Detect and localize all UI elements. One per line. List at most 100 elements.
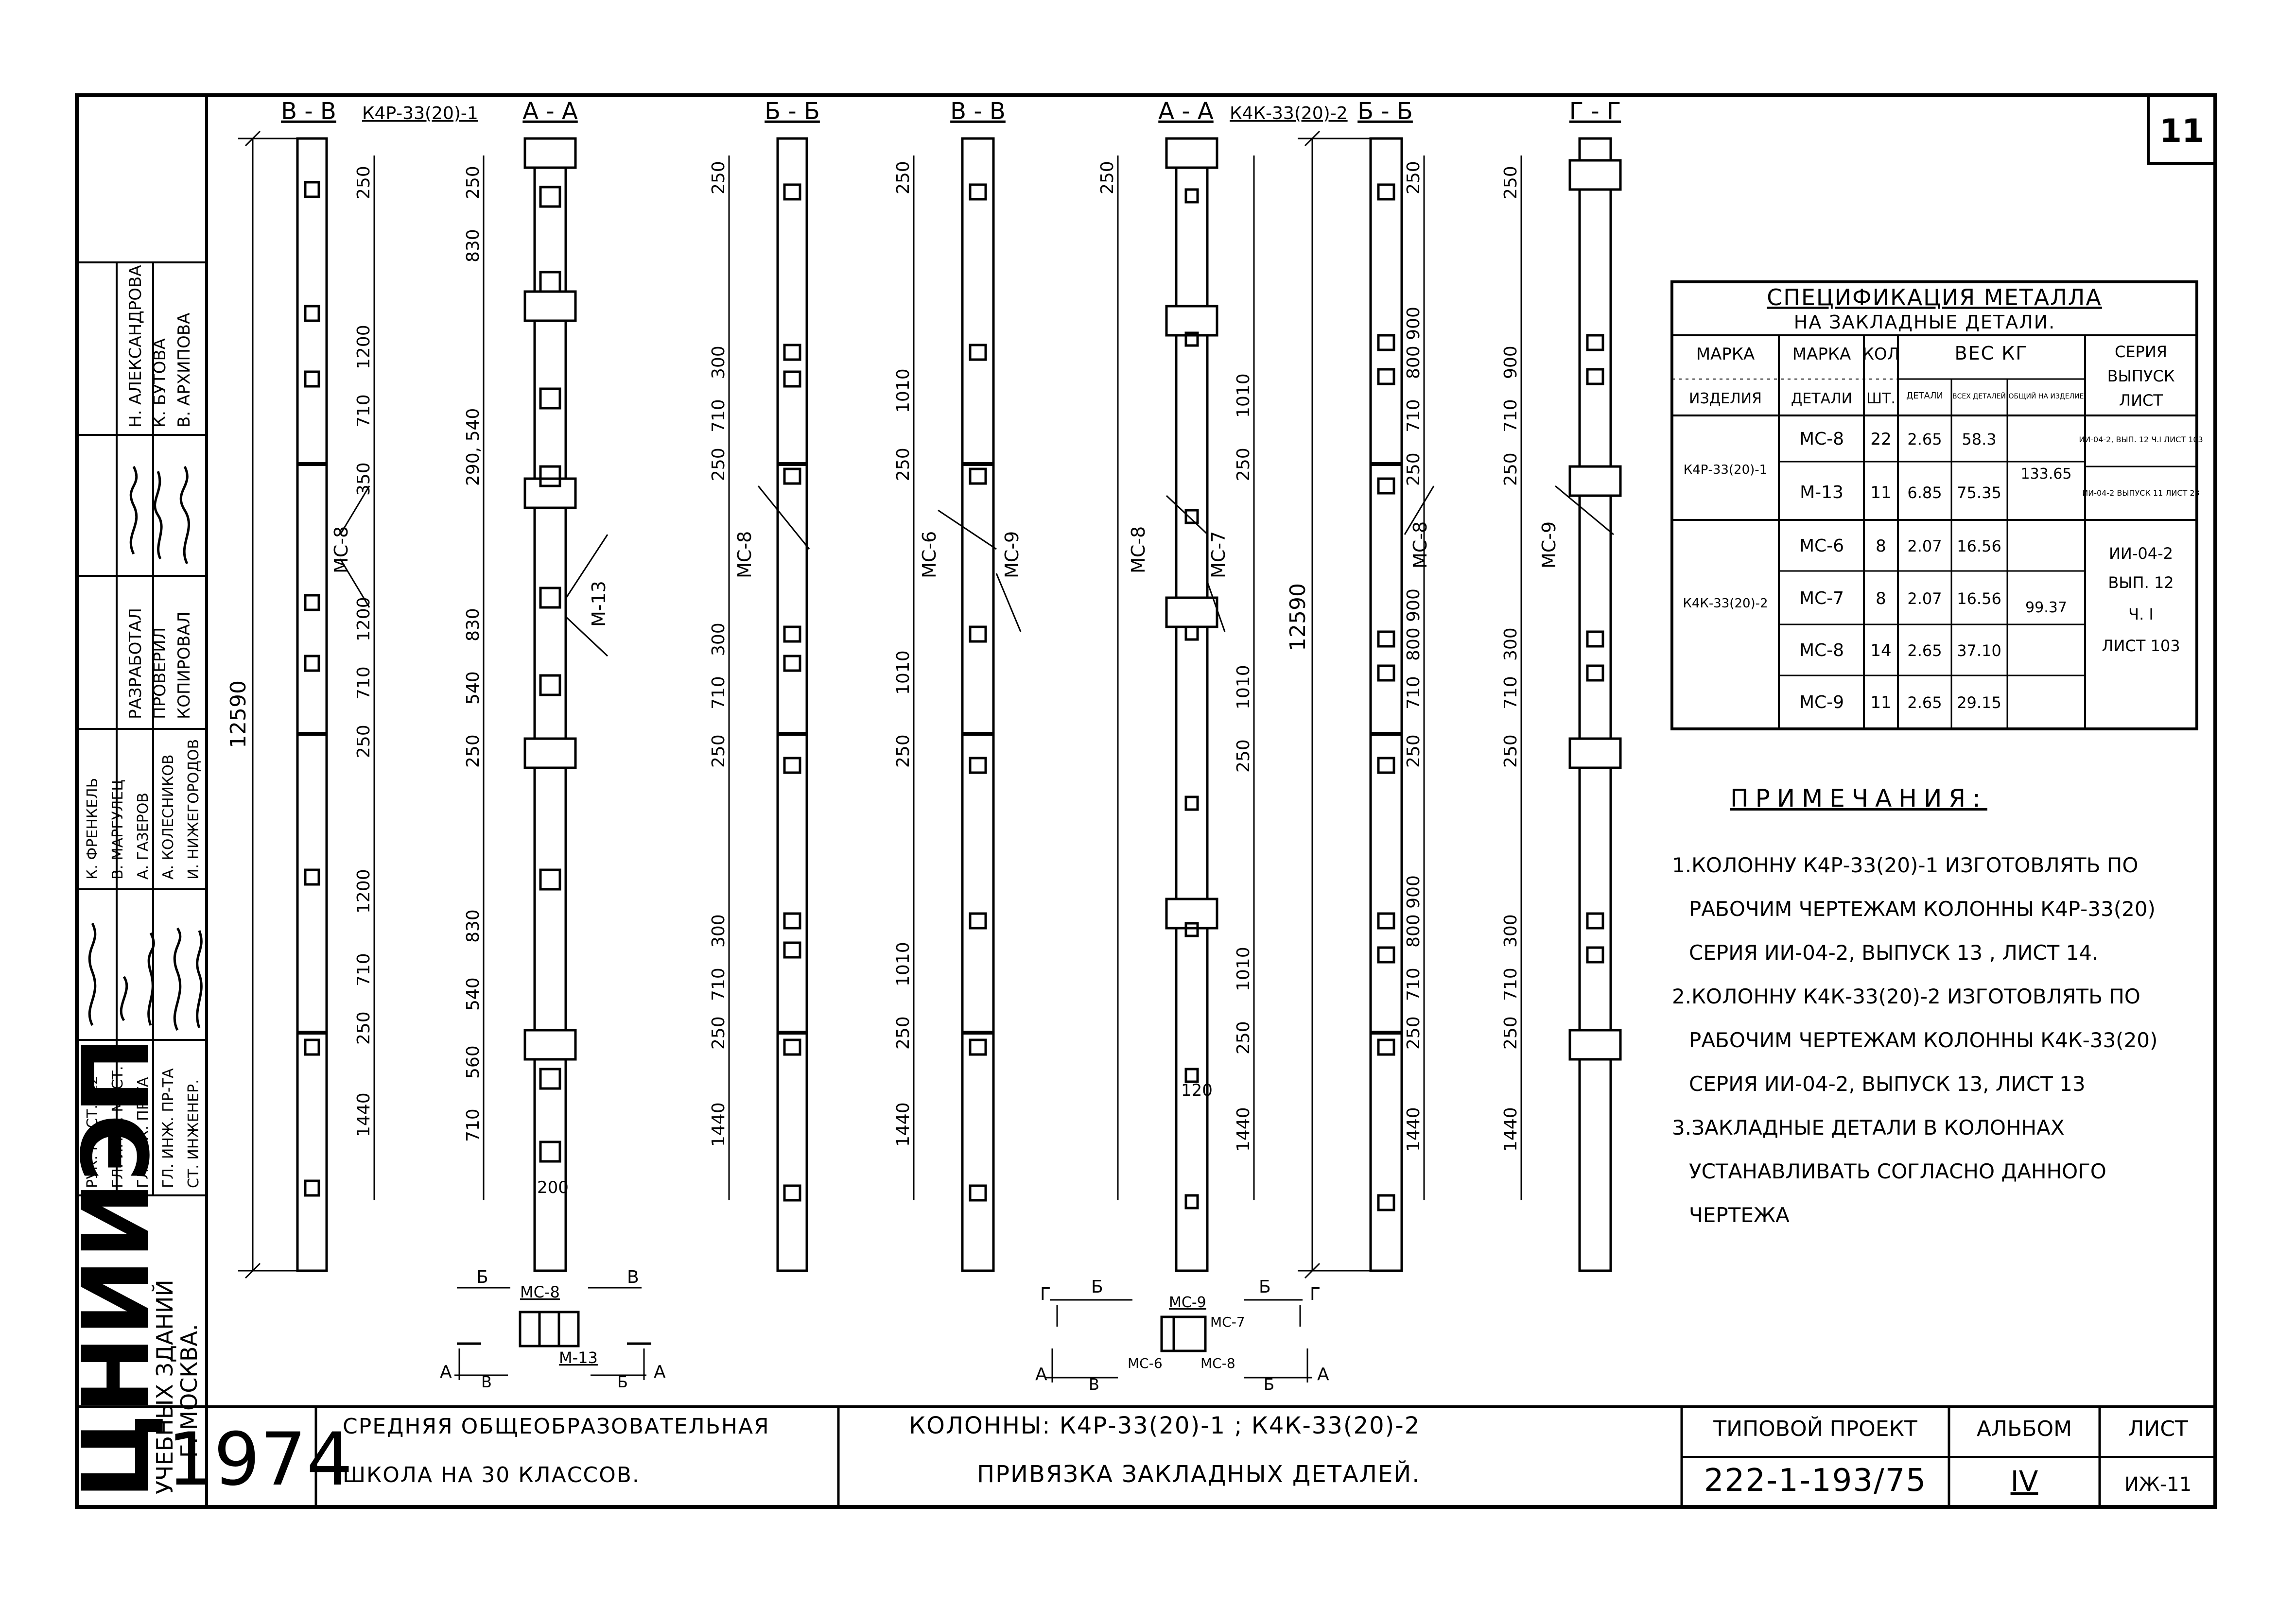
sheet-value: ИЖ-11: [2124, 1473, 2192, 1496]
section-titles: В - В К4Р-33(20)-1 А - А Б - Б В - В А -…: [281, 98, 1621, 125]
spec-r5-part: МС-8: [1799, 640, 1844, 660]
stamp-name-b-2: К. БУТОВА: [150, 338, 170, 428]
note-line-7: 3.ЗАКЛАДНЫЕ ДЕТАЛИ В КОЛОННАХ: [1672, 1116, 2065, 1140]
column-3-shaft: [776, 137, 808, 1272]
dim-c5-250c: 250: [1234, 739, 1253, 773]
spec-r5-w: 2.65: [1907, 641, 1942, 660]
part-leaders: [339, 485, 1614, 657]
dim-c5-1010c: 1010: [1234, 947, 1253, 991]
key1-a-right: А: [654, 1362, 666, 1382]
dim-c5-250: 250: [1097, 161, 1117, 194]
spec-r4-wall: 16.56: [1957, 589, 2001, 608]
org-logo: ЦНИИЭП: [63, 1037, 170, 1499]
spec-r2-qty: 11: [1870, 483, 1891, 502]
dim-c7-300a: 300: [1501, 627, 1521, 661]
spec-r2-series: ИИ-04-2 ВЫПУСК 11 ЛИСТ 23: [2082, 488, 2199, 498]
label-c3-mc8: МС-8: [734, 531, 755, 578]
dim-c1-1200a: 1200: [354, 325, 374, 369]
dimension-chains: [373, 156, 1522, 1200]
dim-c6-710c: 710: [1404, 968, 1424, 1001]
spec-h-part-2: ДЕТАЛИ: [1791, 390, 1852, 407]
spec-h-w-all: ВСЕХ ДЕТАЛЕЙ: [1952, 392, 2006, 400]
note-line-4: 2.КОЛОННУ К4К-33(20)-2 ИЗГОТОВЛЯТЬ ПО: [1672, 985, 2140, 1008]
school-line1: СРЕДНЯЯ ОБЩЕОБРАЗОВАТЕЛЬНАЯ: [343, 1414, 770, 1439]
dim-c1-710c: 710: [354, 953, 374, 986]
note-line-9: ЧЕРТЕЖА: [1689, 1203, 1790, 1227]
spec-item2-series-2: ВЫП. 12: [2108, 573, 2174, 592]
key2-v-left: В: [1089, 1375, 1099, 1394]
spec-h-qty-2: ШТ.: [1866, 390, 1896, 407]
spec-item2-series-1: ИИ-04-2: [2109, 544, 2173, 563]
key2-mc7: МС-7: [1210, 1314, 1245, 1330]
dim-c1-350: 350: [354, 462, 374, 496]
dim-c6-710b: 710: [1404, 676, 1424, 709]
note-line-5: РАБОЧИМ ЧЕРТЕЖАМ КОЛОННЫ К4К-33(20): [1689, 1028, 2157, 1052]
spec-r2-w: 6.85: [1907, 484, 1942, 502]
stamp-name-a-1: К. ФРЕНКЕЛЬ: [84, 778, 101, 880]
dim-c2-560: 560: [463, 1045, 483, 1079]
dim-c7-250: 250: [1501, 166, 1521, 199]
spec-r1-w: 2.65: [1907, 430, 1942, 449]
note-line-6: СЕРИЯ ИИ-04-2, ВЫПУСК 13, ЛИСТ 13: [1689, 1072, 2086, 1096]
spec-r6-part: МС-9: [1799, 692, 1844, 712]
dim-c2-540b: 540: [463, 977, 483, 1011]
org-sub1: УЧЕБНЫХ ЗДАНИЙ: [152, 1279, 178, 1494]
dim-c7-300b: 300: [1501, 914, 1521, 948]
key2-g-right: Г: [1310, 1284, 1321, 1304]
spec-item2-series-3: Ч. I: [2128, 605, 2154, 623]
key1-v-left: В: [481, 1373, 492, 1391]
part-labels: МС-8 М-13 МС-8 МС-6 МС-9 МС-8 МС-7 МС-8 …: [330, 521, 1560, 627]
dimension-labels: 250 1200 710 350 1200 710 250 1200 710 2…: [354, 161, 1521, 1197]
key2-g-left: Г: [1040, 1284, 1051, 1304]
dim-c1-710b: 710: [354, 666, 374, 700]
stamp-role-b-3: КОПИРОВАЛ: [174, 612, 194, 719]
drawing-line1: КОЛОННЫ: К4Р-33(20)-1 ; К4К-33(20)-2: [909, 1412, 1420, 1439]
spec-item-2-total: 99.37: [2025, 599, 2067, 616]
key2-mc6: МС-6: [1128, 1355, 1163, 1371]
label-c5-mc8: МС-8: [1128, 526, 1149, 573]
label-c4-mc6: МС-6: [919, 531, 940, 578]
spec-r3-w: 2.07: [1907, 537, 1942, 555]
spec-r4-qty: 8: [1876, 589, 1886, 608]
dim-c1-710a: 710: [354, 394, 374, 428]
notes-title: ПРИМЕЧАНИЯ:: [1730, 784, 1987, 812]
stamp-role-b-2: ПРОВЕРИЛ: [150, 627, 170, 719]
dim-c7-900a: 900: [1501, 346, 1521, 379]
dim-c3-710c: 710: [709, 968, 729, 1001]
column-1-shaft: [296, 137, 328, 1272]
spec-r1-part: МС-8: [1799, 429, 1844, 449]
spec-r2-part: М-13: [1800, 483, 1844, 502]
drawing-line2: ПРИВЯЗКА ЗАКЛАДНЫХ ДЕТАЛЕЙ.: [977, 1460, 1420, 1488]
key2-mc9: МС-9: [1169, 1294, 1206, 1311]
dim-c6-250d: 250: [1404, 1016, 1424, 1050]
dim-c6-800-900a: 800 900: [1404, 307, 1424, 379]
column-consoles: [523, 137, 1622, 1061]
dim-c6-1440: 1440: [1404, 1107, 1424, 1152]
dim-c2-830a: 830: [463, 229, 483, 262]
spec-item-1: К4Р-33(20)-1: [1684, 463, 1767, 477]
column-4-shaft: [961, 137, 995, 1272]
sheet-number: 11: [2159, 112, 2204, 150]
embedded-plates: [304, 181, 1604, 1211]
album-value: IV: [2011, 1465, 2038, 1498]
dim-c3-710b: 710: [709, 676, 729, 709]
note-line-3: СЕРИЯ ИИ-04-2, ВЫПУСК 13 , ЛИСТ 14.: [1689, 941, 2098, 965]
plan-key-1: [454, 1287, 651, 1380]
album-label: АЛЬБОМ: [1977, 1417, 2072, 1441]
dim-c6-250b: 250: [1404, 452, 1424, 486]
column-7-shaft: [1578, 137, 1612, 1272]
spec-r4-part: МС-7: [1799, 588, 1844, 608]
spec-h-item-1: МАРКА: [1696, 345, 1755, 364]
dim-c2-830b: 830: [463, 608, 483, 641]
dim-c4-1010a: 1010: [893, 368, 913, 413]
spec-r2-wall: 75.35: [1957, 484, 2001, 502]
key2-b-right: Б: [1259, 1277, 1271, 1297]
spec-h-series-3: ЛИСТ: [2119, 391, 2163, 410]
dim-c5-1440: 1440: [1234, 1107, 1253, 1152]
key2-b-left: Б: [1091, 1277, 1103, 1297]
spec-item-2: К4К-33(20)-2: [1683, 596, 1768, 611]
dim-c3-1440: 1440: [709, 1102, 729, 1147]
spec-h-item-2: ИЗДЕЛИЯ: [1689, 390, 1762, 407]
spec-table-text: СПЕЦИФИКАЦИЯ МЕТАЛЛА НА ЗАКЛАДНЫЕ ДЕТАЛИ…: [1683, 284, 2203, 712]
